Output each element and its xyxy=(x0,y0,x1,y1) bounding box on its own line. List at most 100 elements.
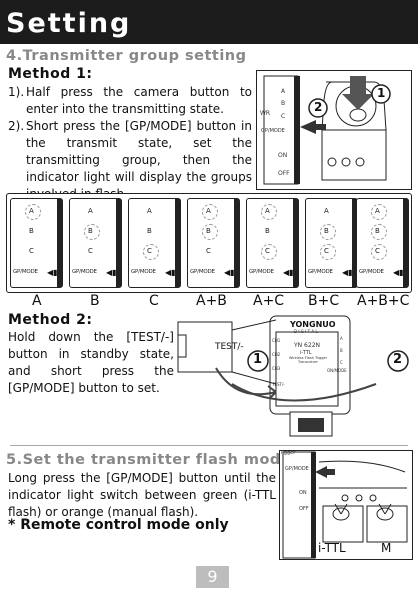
group-device-b: A B C GP/MODE ◀▮ xyxy=(69,198,122,288)
fig1-label-a: A xyxy=(281,88,286,95)
indicator-a: A xyxy=(25,204,41,220)
indicator-a: A xyxy=(147,207,152,215)
fig3-gp-mode: GP/MODE xyxy=(285,466,309,472)
ittl-label: i-TTL xyxy=(300,350,312,356)
group-label: B xyxy=(90,293,100,309)
ittl-mode-label: i-TTL xyxy=(318,541,346,555)
indicator-b: B xyxy=(371,224,387,240)
method1-title: Method 1: xyxy=(8,66,93,82)
label-b: B xyxy=(340,348,343,353)
transmitter-figure-3: ligger GP/MODE ON OFF i-TTL M xyxy=(279,450,413,560)
arrow-left-icon: ◀▮ xyxy=(393,268,404,277)
indicator-a: A xyxy=(324,207,329,215)
on-mode-label: ON/MODE xyxy=(327,368,347,373)
indicator-c: C xyxy=(261,244,277,260)
group-device-c: A B C GP/MODE ◀▮ xyxy=(128,198,181,288)
group-label: C xyxy=(149,293,159,309)
device-subtitle: Wireless Flash Trigger Transceiver xyxy=(288,356,328,364)
gp-mode-label: GP/MODE xyxy=(190,269,215,275)
callout-1: 1 xyxy=(377,86,386,100)
ch2-label: CH2 xyxy=(272,352,281,357)
section-title-transmitter-group: 4.Transmitter group setting xyxy=(6,48,247,64)
page-number: 9 xyxy=(196,566,229,588)
group-label: A+B xyxy=(196,293,227,309)
fig1-on: ON xyxy=(278,152,288,159)
arrow-left-icon: ◀▮ xyxy=(224,268,235,277)
ch3-label: CH3 xyxy=(272,366,281,371)
test-zoom-label: TEST/- xyxy=(215,342,244,352)
manual-mode-label: M xyxy=(381,541,392,555)
fig3-off: OFF xyxy=(299,506,309,512)
trigger-label: ligger xyxy=(281,450,296,456)
gp-mode-label: GP/MODE xyxy=(13,269,38,275)
label-a: A xyxy=(340,336,343,341)
gp-mode-label: GP/MODE xyxy=(131,269,156,275)
indicator-b: B xyxy=(265,227,270,235)
group-device-abc: A B C GP/MODE ◀▮ xyxy=(356,198,409,288)
section-divider xyxy=(10,445,408,446)
arrow-left-icon: ◀▮ xyxy=(342,268,353,277)
indicator-a: A xyxy=(202,204,218,220)
gp-mode-label: GP/MODE xyxy=(359,269,384,275)
gp-mode-label: GP/MODE xyxy=(249,269,274,275)
callout-2: 2 xyxy=(314,100,323,114)
group-label: A xyxy=(32,293,42,309)
section-title-flash-mode: 5.Set the transmitter flash mode* xyxy=(6,452,300,468)
indicator-b: B xyxy=(320,224,336,240)
remote-mode-note: * Remote control mode only xyxy=(8,517,229,533)
fig1-label-b: B xyxy=(281,100,286,107)
fig3-on: ON xyxy=(299,490,307,496)
gp-mode-label: GP/MODE xyxy=(72,269,97,275)
method2-text: Hold down the [TEST/-] button in standby… xyxy=(8,330,174,395)
indicator-a: A xyxy=(88,207,93,215)
transmitter-figure-2: TEST/- 1 2 YONGNUO D I G I T A L YN 622N… xyxy=(176,312,414,440)
arrow-left-icon: ◀▮ xyxy=(47,268,58,277)
yn622n-illustration xyxy=(177,315,409,437)
test-button-label: TEST/- xyxy=(272,382,285,387)
indicator-a: A xyxy=(261,204,277,220)
flash-mode-text: Long press the [GP/MODE] button until th… xyxy=(8,471,276,519)
page-header: Setting xyxy=(0,0,418,44)
step-item: 2). Short press the [GP/MODE] button in … xyxy=(8,118,252,203)
fig1-off: OFF xyxy=(278,170,290,177)
indicator-b: B xyxy=(29,227,34,235)
group-label: B+C xyxy=(308,293,340,309)
callout-1: 1 xyxy=(253,352,263,367)
model-label: YN 622N xyxy=(294,342,321,349)
step-text: Half press the camera button to enter in… xyxy=(26,85,252,116)
arrow-left-icon: ◀▮ xyxy=(283,268,294,277)
indicator-c: C xyxy=(143,244,159,260)
step-text: Short press the [GP/MODE] button in the … xyxy=(26,119,252,201)
step-number: 2). xyxy=(8,119,25,133)
gp-mode-label: GP/MODE xyxy=(308,269,333,275)
step-item: 1). Half press the camera button to ente… xyxy=(8,84,252,118)
group-labels-row: A B C A+B A+C B+C A+B+C xyxy=(0,293,418,309)
indicator-b: B xyxy=(147,227,152,235)
indicator-c: C xyxy=(371,244,387,260)
arrow-left-icon: ◀▮ xyxy=(106,268,117,277)
transmitter-illustration xyxy=(256,70,412,190)
indicator-c: C xyxy=(88,247,93,255)
brand-label: YONGNUO xyxy=(290,320,336,329)
fig1-label-wr: WR xyxy=(260,110,271,117)
brand-sub: D I G I T A L xyxy=(294,329,318,334)
method2-title: Method 2: xyxy=(8,312,93,328)
method1-steps: 1). Half press the camera button to ente… xyxy=(8,84,252,203)
group-device-ac: A B C GP/MODE ◀▮ xyxy=(246,198,299,288)
step-number: 1). xyxy=(8,85,25,99)
group-label: A+C xyxy=(253,293,285,309)
callout-2: 2 xyxy=(393,352,403,367)
indicator-c: C xyxy=(320,244,336,260)
indicator-c: C xyxy=(29,247,34,255)
group-device-ab: A B C GP/MODE ◀▮ xyxy=(187,198,240,288)
group-device-a: A B C GP/MODE ◀▮ xyxy=(10,198,63,288)
indicator-c: C xyxy=(206,247,211,255)
indicator-b: B xyxy=(202,224,218,240)
transmitter-figure-1: A B C WR GP/MODE ON OFF 2 1 xyxy=(256,70,412,190)
indicator-b: B xyxy=(84,224,100,240)
fig1-label-c: C xyxy=(281,113,286,120)
label-c: C xyxy=(340,360,343,365)
ch1-label: CH1 xyxy=(272,338,281,343)
indicator-a: A xyxy=(371,204,387,220)
group-label: A+B+C xyxy=(357,293,410,309)
